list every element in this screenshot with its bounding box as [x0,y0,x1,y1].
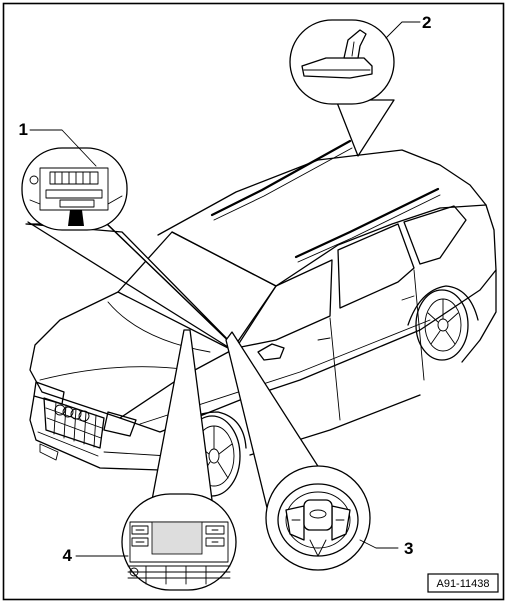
rear-door-window [337,223,415,309]
roof-rail-left [210,139,352,217]
hood [29,291,233,419]
callout-1-group: 1 [19,120,241,353]
roof-rail-right [294,187,440,259]
rear-wheel [407,285,479,361]
quarter-window [403,205,467,265]
figure-id-box: A91-11438 [427,573,499,593]
callout-4-label: 4 [63,546,73,565]
roof-edge [157,149,487,236]
control-panel-detail-icon [127,521,231,585]
side-mirror [257,343,285,361]
center-console-detail-icon [29,167,123,226]
callout-2-group: 2 [289,13,431,157]
callout-3-group: 3 [225,331,413,571]
roof-antenna-detail-icon [301,29,373,79]
audi-logo [54,404,90,422]
center-console-detail-bubble [21,147,128,231]
figure-id-label: A91-11438 [436,578,489,590]
callout-2-leader-line [385,21,421,39]
callout-1-label: 1 [19,120,28,139]
front-door-window [235,259,333,349]
callout-4-group: 4 [63,329,237,591]
callout-2-label: 2 [422,13,431,32]
front-bumper [29,395,161,471]
callout-3-label: 3 [404,539,413,558]
callout-1-leader-line [29,129,97,167]
headlight-right [103,411,137,437]
steering-wheel-detail-icon [277,483,359,557]
callout-3-leader-line [359,539,399,549]
